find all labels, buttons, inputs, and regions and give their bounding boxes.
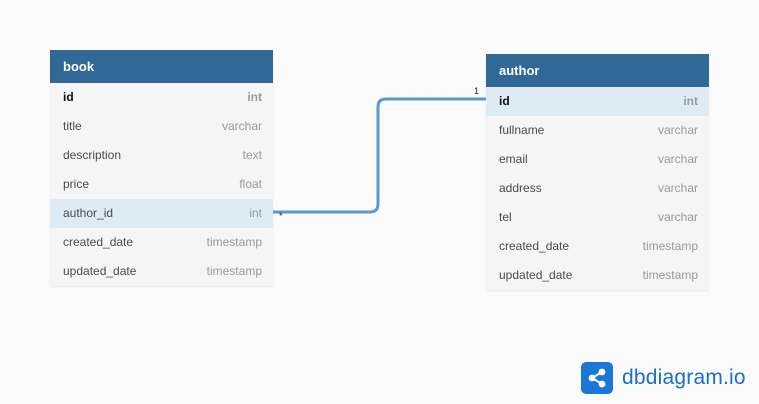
author-column-email[interactable]: email varchar — [486, 145, 709, 174]
column-name: created_date — [63, 235, 134, 249]
author-column-updated-date[interactable]: updated_date timestamp — [486, 261, 709, 290]
book-column-price[interactable]: price float — [50, 170, 273, 199]
column-name: author_id — [63, 206, 114, 220]
book-column-created-date[interactable]: created_date timestamp — [50, 228, 273, 257]
column-type: float — [239, 177, 262, 191]
column-name: price — [63, 177, 90, 191]
column-name: created_date — [499, 239, 570, 253]
column-type: varchar — [657, 210, 698, 224]
column-type: text — [242, 148, 262, 162]
column-type: varchar — [657, 123, 698, 137]
book-table[interactable]: book id int title varchar description te… — [50, 50, 273, 286]
book-column-title[interactable]: title varchar — [50, 112, 273, 141]
column-name: updated_date — [499, 268, 573, 282]
column-type: timestamp — [642, 239, 698, 253]
book-column-updated-date[interactable]: updated_date timestamp — [50, 257, 273, 286]
relationship-line[interactable] — [273, 97, 486, 214]
author-table-header[interactable]: author — [486, 54, 709, 87]
column-name: fullname — [499, 123, 545, 137]
author-column-tel[interactable]: tel varchar — [486, 203, 709, 232]
column-name: email — [499, 152, 528, 166]
book-column-author-id[interactable]: author_id int — [50, 199, 273, 228]
author-column-address[interactable]: address varchar — [486, 174, 709, 203]
dbdiagram-brand[interactable]: dbdiagram.io — [581, 362, 746, 394]
column-name: tel — [499, 210, 512, 224]
column-name: description — [63, 148, 122, 162]
column-type: int — [683, 94, 698, 108]
column-name: id — [499, 94, 510, 108]
column-name: id — [63, 90, 74, 104]
column-type: varchar — [657, 181, 698, 195]
column-type: varchar — [221, 119, 262, 133]
brand-name: dbdiagram.io — [622, 366, 746, 389]
column-name: title — [63, 119, 82, 133]
share-icon — [581, 362, 613, 394]
column-name: address — [499, 181, 542, 195]
author-column-id[interactable]: id int — [486, 87, 709, 116]
many-cardinality-label: * — [279, 211, 283, 221]
author-table[interactable]: author id int fullname varchar email var… — [486, 54, 709, 290]
column-type: timestamp — [206, 264, 262, 278]
column-type: int — [247, 90, 262, 104]
one-cardinality-label: 1 — [474, 86, 480, 96]
column-type: timestamp — [206, 235, 262, 249]
column-type: varchar — [657, 152, 698, 166]
book-column-id[interactable]: id int — [50, 83, 273, 112]
book-column-description[interactable]: description text — [50, 141, 273, 170]
column-type: int — [249, 206, 262, 220]
book-table-header[interactable]: book — [50, 50, 273, 83]
author-column-created-date[interactable]: created_date timestamp — [486, 232, 709, 261]
column-type: timestamp — [642, 268, 698, 282]
author-column-fullname[interactable]: fullname varchar — [486, 116, 709, 145]
column-name: updated_date — [63, 264, 137, 278]
